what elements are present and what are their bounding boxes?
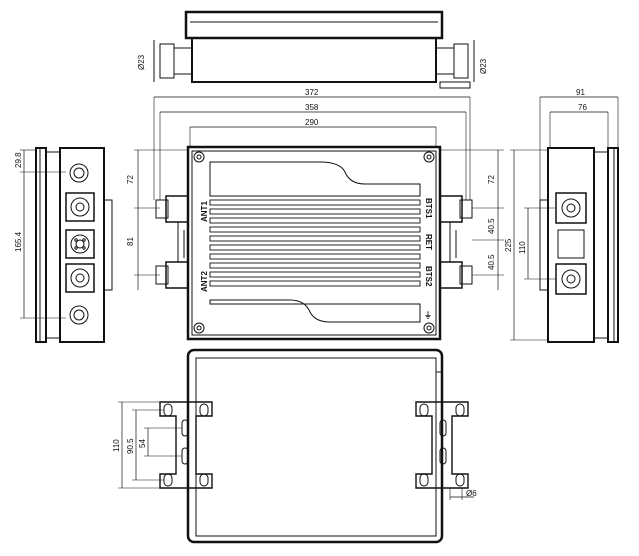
dim-side-left-top: 29.8 xyxy=(14,152,23,168)
dim-height-225: 225 xyxy=(504,238,513,252)
label-ant1: ANT1 xyxy=(200,201,209,222)
top-view: Ø23 Ø23 xyxy=(137,10,488,89)
label-ret: RET xyxy=(424,234,433,250)
label-bts1: BTS1 xyxy=(424,198,433,219)
dim-top-stub-left: Ø23 xyxy=(137,54,146,70)
dim-depth-91: 91 xyxy=(576,88,585,97)
dim-top-stub-right: Ø23 xyxy=(479,58,488,74)
dim-width-mid: 358 xyxy=(305,103,319,112)
dim-bottom-54: 54 xyxy=(138,439,147,448)
dim-width-overall: 372 xyxy=(305,88,319,97)
dim-bottom-90-5: 90.5 xyxy=(126,438,135,454)
dim-side-left-pitch: 165.4 xyxy=(14,231,23,252)
dim-left-81: 81 xyxy=(126,237,135,246)
dim-right-40-5-top: 40.5 xyxy=(487,218,496,234)
dim-depth-76: 76 xyxy=(578,103,587,112)
right-side-view: 91 76 225 110 xyxy=(504,88,619,343)
dim-left-72: 72 xyxy=(126,175,135,184)
front-view: 372 358 290 xyxy=(126,88,504,341)
dim-pitch-110: 110 xyxy=(518,241,527,254)
label-bts2: BTS2 xyxy=(424,266,433,287)
dim-right-40-5-bottom: 40.5 xyxy=(487,254,496,270)
dim-right-72: 72 xyxy=(487,175,496,184)
bottom-view: 110 90.5 54 Ø6 xyxy=(112,348,477,544)
dim-bottom-110: 110 xyxy=(112,439,121,452)
left-side-view: 29.8 165.4 xyxy=(14,147,113,343)
label-ant2: ANT2 xyxy=(200,271,209,292)
label-ground: ⏚ xyxy=(424,311,432,320)
dim-bottom-slot: Ø6 xyxy=(466,489,477,498)
dim-width-body: 290 xyxy=(305,118,319,127)
